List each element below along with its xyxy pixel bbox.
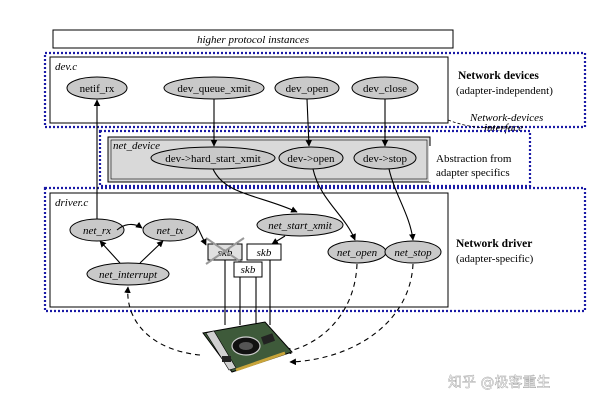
watermark-text: 知乎 @极客重生 bbox=[448, 374, 550, 391]
svg-text:skb: skb bbox=[241, 264, 256, 276]
svg-text:net_start_xmit: net_start_xmit bbox=[268, 220, 332, 232]
svg-text:Abstraction from: Abstraction from bbox=[436, 153, 512, 165]
node-dev-queue-xmit: dev_queue_xmit bbox=[163, 76, 265, 100]
network-driver-title: Network driver bbox=[456, 238, 532, 250]
svg-text:netif_rx: netif_rx bbox=[80, 83, 115, 95]
network-devices-dotted-border bbox=[43, 51, 587, 129]
svg-text:net_tx: net_tx bbox=[157, 225, 184, 237]
skb-buffer: skb bbox=[246, 243, 282, 261]
svg-text:dev_queue_xmit: dev_queue_xmit bbox=[177, 83, 250, 95]
node-net-interrupt: net_interrupt bbox=[86, 262, 170, 286]
interface-connector bbox=[447, 119, 511, 129]
svg-text:dev_open: dev_open bbox=[286, 83, 329, 95]
driver-c-label: driver.c bbox=[55, 197, 88, 209]
higher-protocol-box: higher protocol instances bbox=[52, 29, 454, 49]
svg-text:dev->open: dev->open bbox=[287, 153, 335, 165]
node-net-rx: net_rx bbox=[69, 218, 125, 242]
svg-text:dev->hard_start_xmit: dev->hard_start_xmit bbox=[165, 153, 260, 165]
node-netif-rx: netif_rx bbox=[66, 76, 128, 100]
svg-text:net_interrupt: net_interrupt bbox=[99, 269, 158, 281]
arrows-solid bbox=[93, 98, 416, 325]
dev-c-label: dev.c bbox=[55, 61, 77, 73]
node-net-start-xmit: net_start_xmit bbox=[256, 213, 344, 237]
svg-text:net_stop: net_stop bbox=[394, 247, 432, 259]
svg-text:skb: skb bbox=[218, 247, 233, 259]
svg-text:dev->stop: dev->stop bbox=[363, 153, 408, 165]
net-device-label: net_device bbox=[113, 140, 160, 152]
skb-buffer-lower: skb bbox=[233, 261, 263, 278]
interface-label-line1: Network-devices bbox=[469, 112, 543, 124]
network-devices-subtitle: (adapter-independent) bbox=[456, 85, 553, 97]
node-net-open: net_open bbox=[327, 240, 387, 264]
network-driver-dotted-border bbox=[43, 186, 587, 313]
node-dev-close: dev_close bbox=[351, 76, 419, 100]
node-dev-open: dev_open bbox=[274, 76, 340, 100]
network-driver-subtitle: (adapter-specific) bbox=[456, 253, 534, 265]
svg-text:net_rx: net_rx bbox=[83, 225, 111, 237]
node-hard-start-xmit: dev->hard_start_xmit bbox=[150, 146, 276, 170]
node-dev-stop-ptr: dev->stop bbox=[353, 146, 417, 170]
higher-protocol-label: higher protocol instances bbox=[197, 34, 309, 46]
network-card-image bbox=[202, 321, 293, 373]
arrows-dashed bbox=[124, 263, 414, 366]
svg-text:net_open: net_open bbox=[337, 247, 378, 259]
interface-label-line2: interface bbox=[484, 122, 523, 134]
network-devices-title: Network devices bbox=[458, 70, 539, 82]
abstraction-label: Abstraction from adapter specifics bbox=[429, 146, 521, 182]
svg-text:adapter specifics: adapter specifics bbox=[436, 167, 510, 179]
node-net-stop: net_stop bbox=[384, 240, 442, 264]
svg-text:dev_close: dev_close bbox=[363, 83, 407, 95]
node-dev-open-ptr: dev->open bbox=[278, 146, 344, 170]
svg-text:skb: skb bbox=[257, 247, 272, 259]
node-net-tx: net_tx bbox=[142, 218, 198, 242]
interface-dotted-border bbox=[98, 129, 532, 188]
